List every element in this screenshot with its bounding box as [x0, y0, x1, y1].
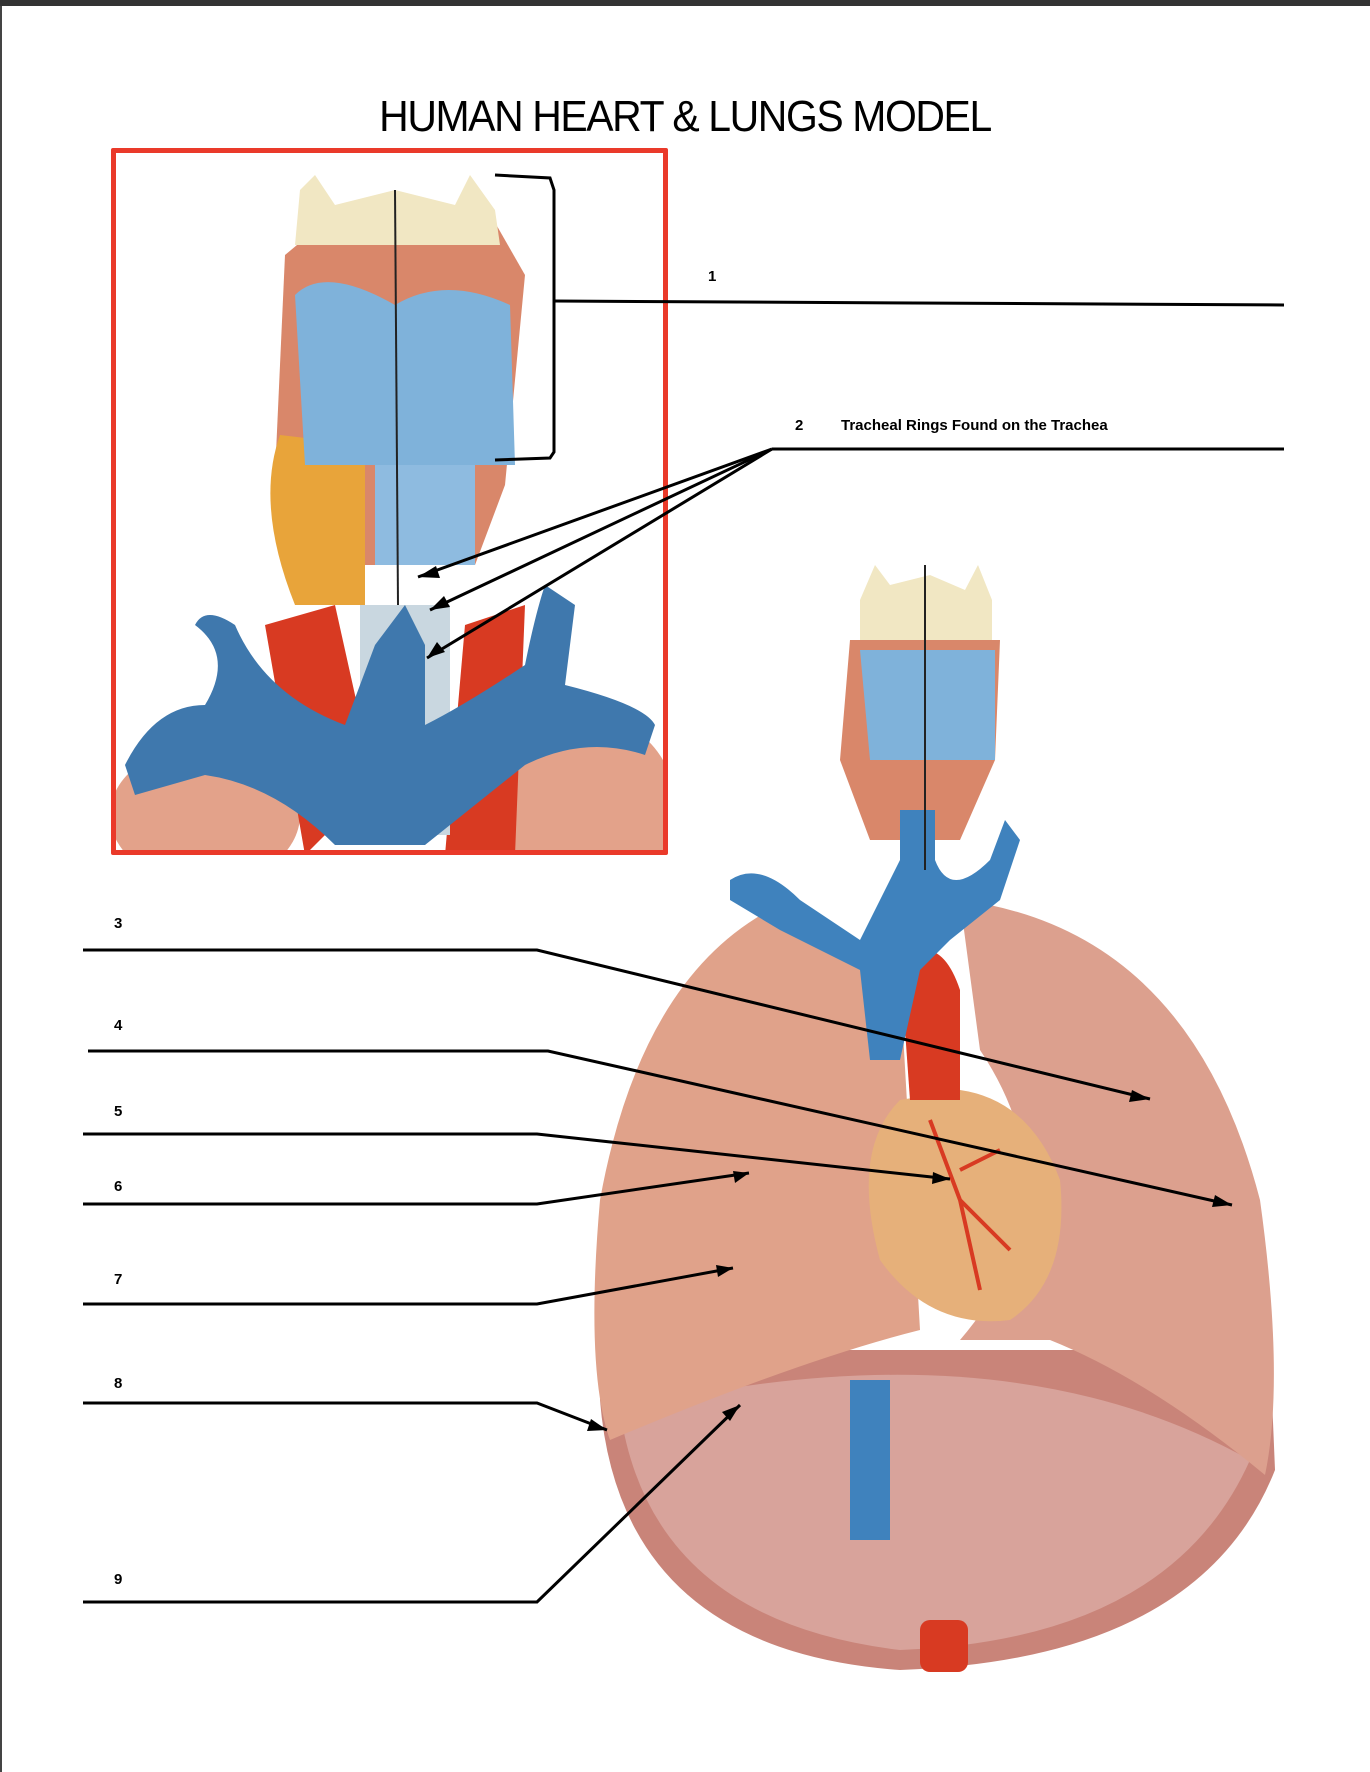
page-left-edge	[0, 6, 2, 1772]
leader-lines	[83, 173, 1285, 1604]
label-number-4: 4	[114, 1017, 123, 1034]
page-title: HUMAN HEART & LUNGS MODEL	[379, 92, 992, 141]
label-number-7: 7	[114, 1271, 123, 1288]
label-number-3: 3	[114, 915, 123, 932]
bracket-1	[494, 173, 556, 462]
leader-line-4	[88, 1049, 1233, 1207]
window-top-bar	[0, 0, 1370, 6]
label-number-9: 9	[114, 1571, 123, 1588]
leader-line-8	[83, 1401, 608, 1432]
leader-line-6	[83, 1171, 750, 1206]
arrowheads	[418, 566, 1232, 1431]
label-number-5: 5	[114, 1103, 123, 1120]
label-number-8: 8	[114, 1375, 123, 1392]
leader-line-7	[83, 1266, 734, 1306]
leader-line-3	[83, 948, 1151, 1101]
label-text-2: Tracheal Rings Found on the Trachea	[841, 417, 1108, 434]
label-number-1: 1	[708, 268, 717, 285]
leader-line-1	[553, 299, 1285, 307]
inset-larynx-photo	[111, 148, 668, 855]
leader-line-9	[83, 1403, 742, 1604]
label-number-6: 6	[114, 1178, 123, 1195]
larynx-closeup-illustration	[116, 175, 663, 850]
leader-line-5	[83, 1132, 951, 1181]
label-number-2: 2	[795, 417, 804, 434]
